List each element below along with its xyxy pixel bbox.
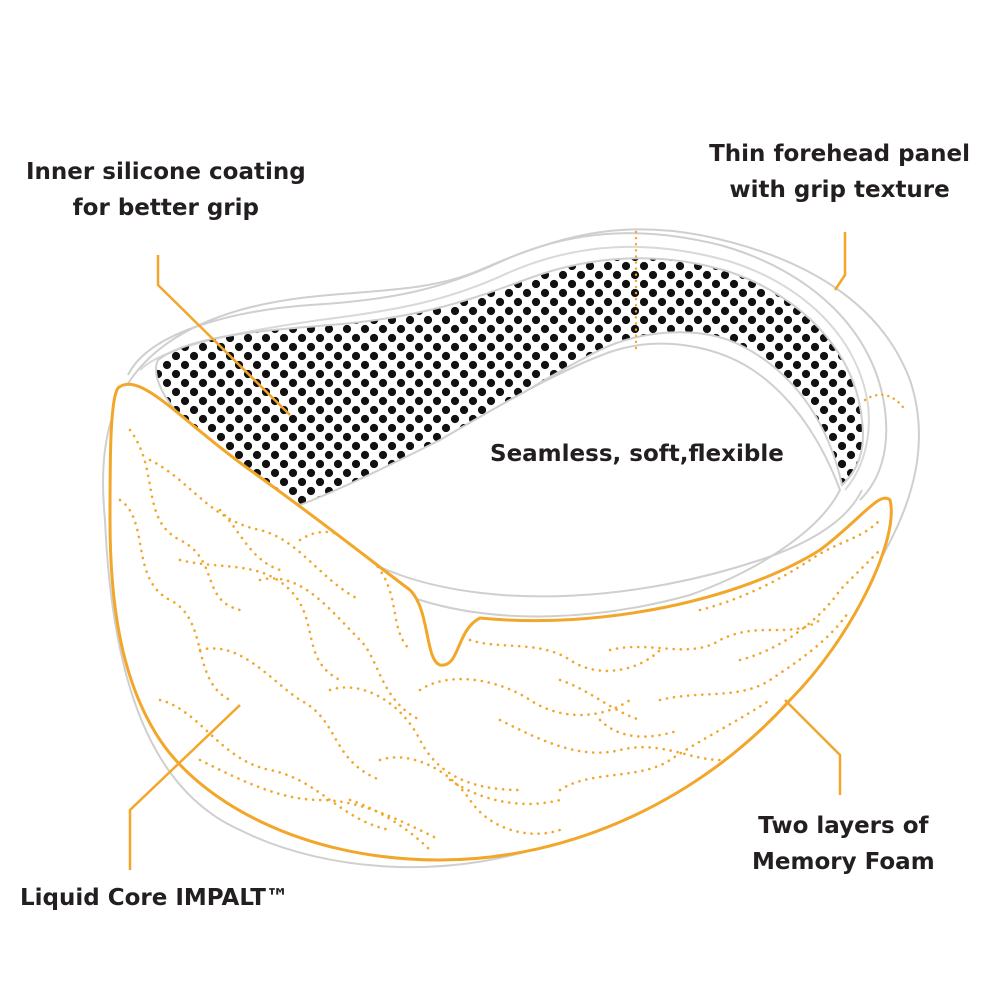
label-forehead-panel-line1: Thin forehead panel bbox=[709, 136, 970, 172]
label-memory-foam: Two layers of Memory Foam bbox=[752, 808, 935, 880]
label-seamless: Seamless, soft,flexible bbox=[490, 436, 784, 472]
leader-memory-foam bbox=[785, 700, 840, 795]
label-liquid-core: Liquid Core IMPALT™ bbox=[20, 880, 289, 916]
label-liquid-core-text: Liquid Core IMPALT™ bbox=[20, 880, 289, 916]
label-inner-silicone-line2: for better grip bbox=[26, 190, 306, 226]
label-memory-foam-line1: Two layers of bbox=[752, 808, 935, 844]
leader-forehead-panel bbox=[835, 232, 845, 290]
label-inner-silicone-line1: Inner silicone coating bbox=[26, 154, 306, 190]
label-forehead-panel: Thin forehead panel with grip texture bbox=[709, 136, 970, 208]
label-memory-foam-line2: Memory Foam bbox=[752, 844, 935, 880]
label-forehead-panel-line2: with grip texture bbox=[709, 172, 970, 208]
label-seamless-text: Seamless, soft,flexible bbox=[490, 436, 784, 472]
label-inner-silicone: Inner silicone coating for better grip bbox=[26, 154, 306, 226]
